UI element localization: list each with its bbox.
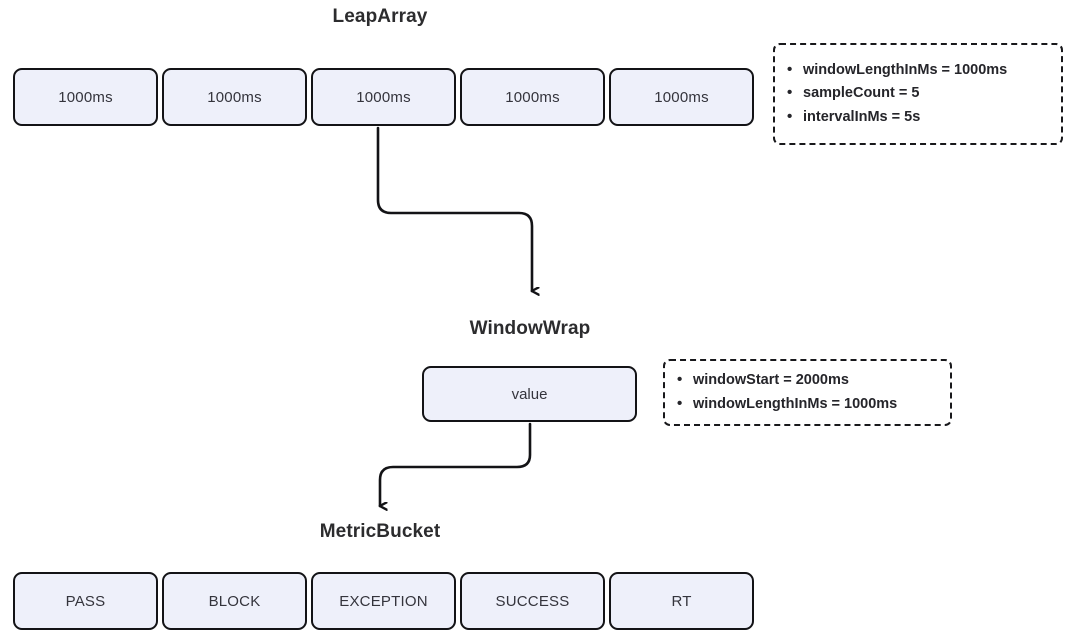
leaparray-bucket-row: 1000ms 1000ms 1000ms 1000ms 1000ms <box>13 68 754 126</box>
bullet-icon: • <box>787 60 793 78</box>
leaparray-bucket-2[interactable]: 1000ms <box>311 68 456 126</box>
bullet-icon: • <box>787 84 793 102</box>
metricbucket-cell-pass[interactable]: PASS <box>13 572 158 630</box>
bullet-icon: • <box>677 371 683 389</box>
metricbucket-row: PASS BLOCK EXCEPTION SUCCESS RT <box>13 572 754 630</box>
leaparray-title: LeapArray <box>332 6 428 27</box>
connector-windowwrap-to-metricbucket <box>380 422 532 506</box>
leaparray-bucket-4[interactable]: 1000ms <box>609 68 754 126</box>
leaparray-bucket-3[interactable]: 1000ms <box>460 68 605 126</box>
leaparray-properties-note: • windowLengthInMs = 1000ms • sampleCoun… <box>773 43 1063 145</box>
note-line: • sampleCount = 5 <box>787 82 1047 105</box>
bullet-icon: • <box>677 394 683 412</box>
bullet-icon: • <box>787 107 793 125</box>
note-text: windowLengthInMs = 1000ms <box>803 61 1008 78</box>
note-text: intervalInMs = 5s <box>803 108 921 125</box>
leaparray-bucket-0[interactable]: 1000ms <box>13 68 158 126</box>
note-line: • windowLengthInMs = 1000ms <box>677 393 936 416</box>
note-line: • windowStart = 2000ms <box>677 369 936 392</box>
leaparray-bucket-1[interactable]: 1000ms <box>162 68 307 126</box>
metricbucket-title: MetricBucket <box>319 521 441 542</box>
windowwrap-title: WindowWrap <box>469 318 591 339</box>
note-text: sampleCount = 5 <box>803 85 920 102</box>
connector-leaparray-to-windowwrap <box>376 126 532 291</box>
note-text: windowStart = 2000ms <box>693 372 849 389</box>
metricbucket-cell-rt[interactable]: RT <box>609 572 754 630</box>
windowwrap-properties-note: • windowStart = 2000ms • windowLengthInM… <box>663 359 952 426</box>
note-text: windowLengthInMs = 1000ms <box>693 395 898 412</box>
note-line: • intervalInMs = 5s <box>787 106 1047 129</box>
metricbucket-cell-block[interactable]: BLOCK <box>162 572 307 630</box>
metricbucket-cell-exception[interactable]: EXCEPTION <box>311 572 456 630</box>
windowwrap-value-cell[interactable]: value <box>422 366 637 422</box>
note-line: • windowLengthInMs = 1000ms <box>787 59 1047 82</box>
metricbucket-cell-success[interactable]: SUCCESS <box>460 572 605 630</box>
